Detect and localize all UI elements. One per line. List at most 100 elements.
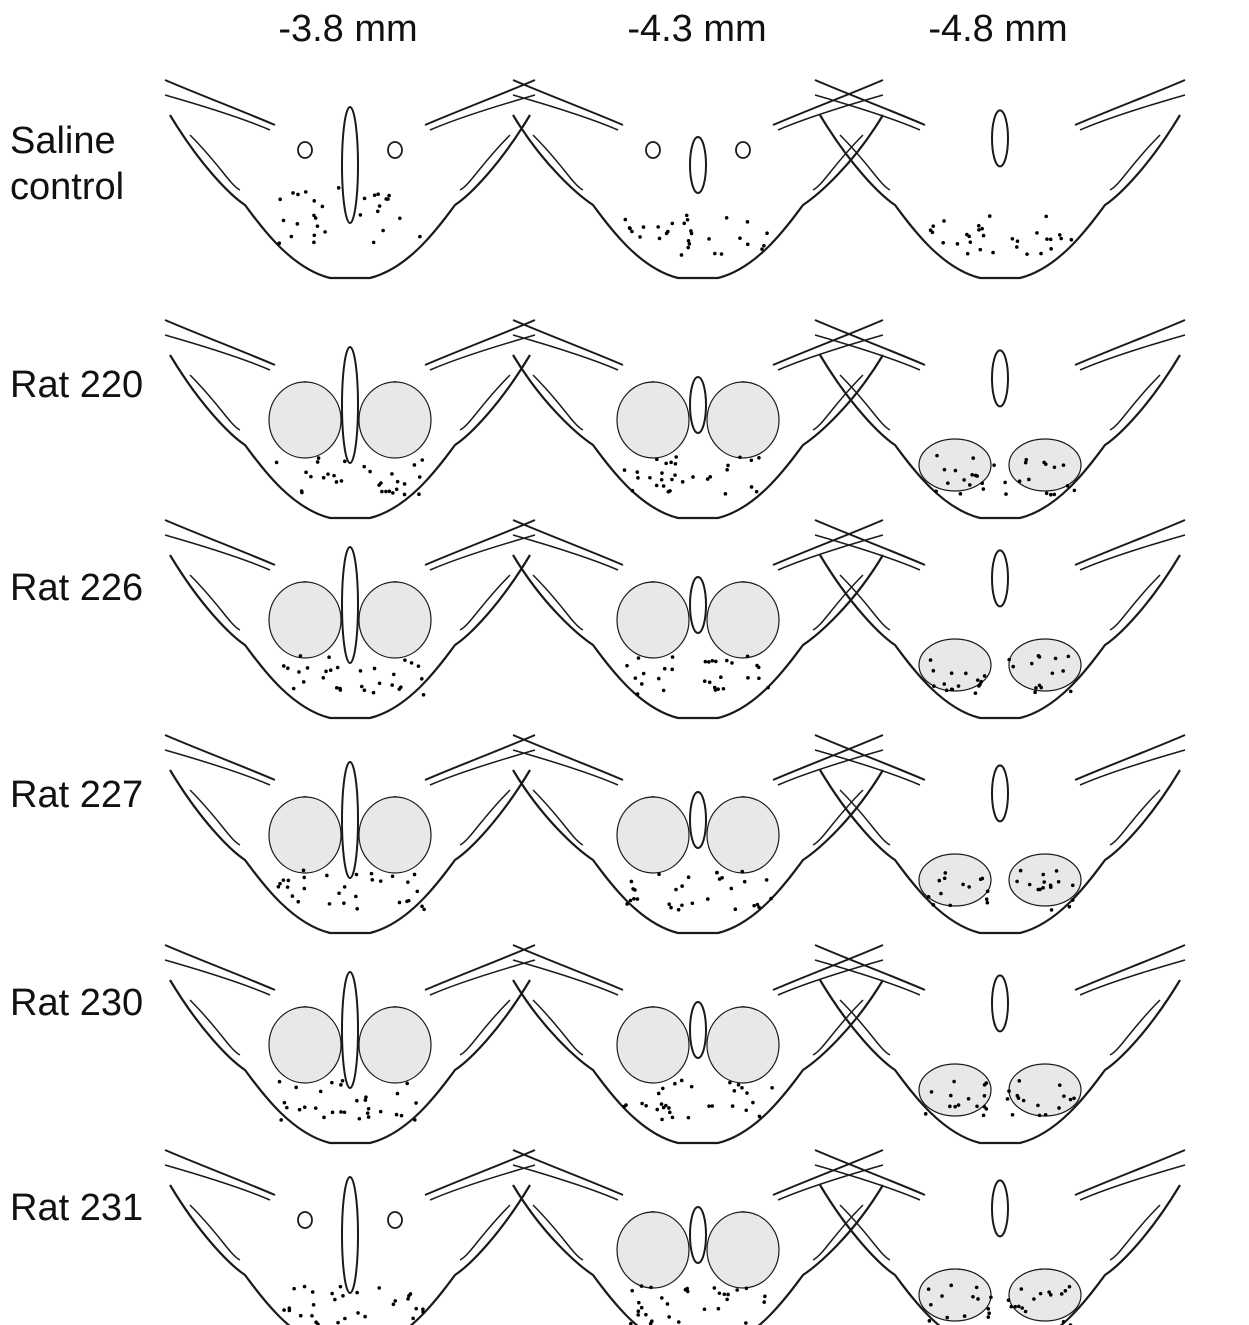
labelled-cell-dot [657, 677, 661, 681]
labelled-cell-dot [277, 241, 281, 245]
labelled-cell-dot [707, 1104, 711, 1108]
labelled-cell-dot [282, 219, 286, 223]
lesion-area [617, 1007, 689, 1083]
labelled-cell-dot [291, 191, 295, 195]
labelled-cell-dot [1035, 231, 1039, 235]
labelled-cell-dot [355, 907, 359, 911]
labelled-cell-dot [1045, 491, 1049, 495]
midline-ventricle [992, 975, 1008, 1031]
labelled-cell-dot [733, 1089, 737, 1093]
labelled-cell-dot [750, 485, 754, 489]
labelled-cell-dot [959, 492, 963, 496]
labelled-cell-dot [1016, 239, 1020, 243]
labelled-cell-dot [673, 1082, 677, 1086]
labelled-cell-dot [689, 229, 693, 233]
labelled-cell-dot [946, 481, 950, 485]
labelled-cell-dot [278, 1080, 282, 1084]
fiber-tract-left [513, 735, 623, 780]
lateral-curve-right [1110, 375, 1160, 430]
labelled-cell-dot [927, 1287, 931, 1291]
fiber-tract-right [773, 80, 883, 125]
labelled-cell-dot [1041, 873, 1045, 877]
labelled-cell-dot [649, 1286, 653, 1290]
labelled-cell-dot [667, 902, 671, 906]
midline-ventricle [992, 1180, 1008, 1236]
labelled-cell-dot [390, 683, 394, 687]
lesion-area [707, 382, 779, 458]
labelled-cell-dot [746, 676, 750, 680]
labelled-cell-dot [687, 875, 691, 879]
labelled-cell-dot [368, 470, 372, 474]
lateral-curve-left [190, 135, 240, 190]
labelled-cell-dot [657, 872, 661, 876]
labelled-cell-dot [949, 1094, 953, 1098]
labelled-cell-dot [343, 1110, 347, 1114]
labelled-cell-dot [1060, 1292, 1064, 1296]
labelled-cell-dot [1068, 1285, 1072, 1289]
labelled-cell-dot [740, 870, 744, 874]
labelled-cell-dot [631, 489, 635, 493]
labelled-cell-dot [327, 655, 331, 659]
labelled-cell-dot [303, 1285, 307, 1289]
labelled-cell-dot [422, 693, 426, 697]
labelled-cell-dot [746, 655, 750, 659]
lesion-area [1009, 1269, 1081, 1321]
labelled-cell-dot [967, 885, 971, 889]
labelled-cell-dot [403, 482, 407, 486]
midline-ventricle [992, 550, 1008, 606]
labelled-cell-dot [409, 1292, 413, 1296]
labelled-cell-dot [637, 1301, 641, 1305]
labelled-cell-dot [335, 480, 339, 484]
labelled-cell-dot [644, 1104, 648, 1108]
lesion-area [707, 1212, 779, 1288]
labelled-cell-dot [981, 877, 985, 881]
lesion-area [269, 382, 341, 458]
labelled-cell-dot [976, 1297, 980, 1301]
labelled-cell-dot [292, 1287, 296, 1291]
fiber-tract-left [815, 1150, 925, 1195]
labelled-cell-dot [757, 676, 761, 680]
lesion-area [269, 1007, 341, 1083]
brain-section [513, 520, 883, 718]
lateral-curve-left [533, 1205, 583, 1260]
labelled-cell-dot [688, 242, 692, 246]
labelled-cell-dot [684, 1288, 688, 1292]
labelled-cell-dot [343, 1317, 347, 1321]
labelled-cell-dot [634, 676, 638, 680]
brain-section [513, 735, 883, 933]
labelled-cell-dot [300, 491, 304, 495]
fiber-tract-right [1075, 520, 1185, 565]
lesion-area [269, 797, 341, 873]
labelled-cell-dot [704, 660, 708, 664]
labelled-cell-dot [963, 1314, 967, 1318]
labelled-cell-dot [673, 473, 677, 477]
labelled-cell-dot [393, 1299, 397, 1303]
fiber-tract-left [513, 945, 623, 990]
labelled-cell-dot [725, 659, 729, 663]
lesion-area [617, 582, 689, 658]
labelled-cell-dot [1069, 690, 1073, 694]
labelled-cell-dot [422, 908, 426, 912]
labelled-cell-dot [1064, 1289, 1068, 1293]
lateral-curve-right [460, 1205, 510, 1260]
labelled-cell-dot [282, 1308, 286, 1312]
labelled-cell-dot [421, 1307, 425, 1311]
labelled-cell-dot [985, 897, 989, 901]
labelled-cell-dot [667, 1315, 671, 1319]
labelled-cell-dot [417, 492, 421, 496]
labelled-cell-dot [288, 1309, 292, 1313]
small-nucleus [388, 1212, 402, 1228]
labelled-cell-dot [762, 244, 766, 248]
labelled-cell-dot [304, 190, 308, 194]
labelled-cell-dot [638, 235, 642, 239]
labelled-cell-dot [722, 687, 726, 691]
labelled-cell-dot [986, 1315, 990, 1319]
labelled-cell-dot [1017, 1079, 1021, 1083]
labelled-cell-dot [420, 677, 424, 681]
lateral-curve-left [533, 1000, 583, 1055]
labelled-cell-dot [956, 242, 960, 246]
labelled-cell-dot [379, 481, 383, 485]
labelled-cell-dot [758, 1115, 762, 1119]
labelled-cell-dot [311, 1290, 315, 1294]
fiber-tract-left [513, 80, 623, 125]
